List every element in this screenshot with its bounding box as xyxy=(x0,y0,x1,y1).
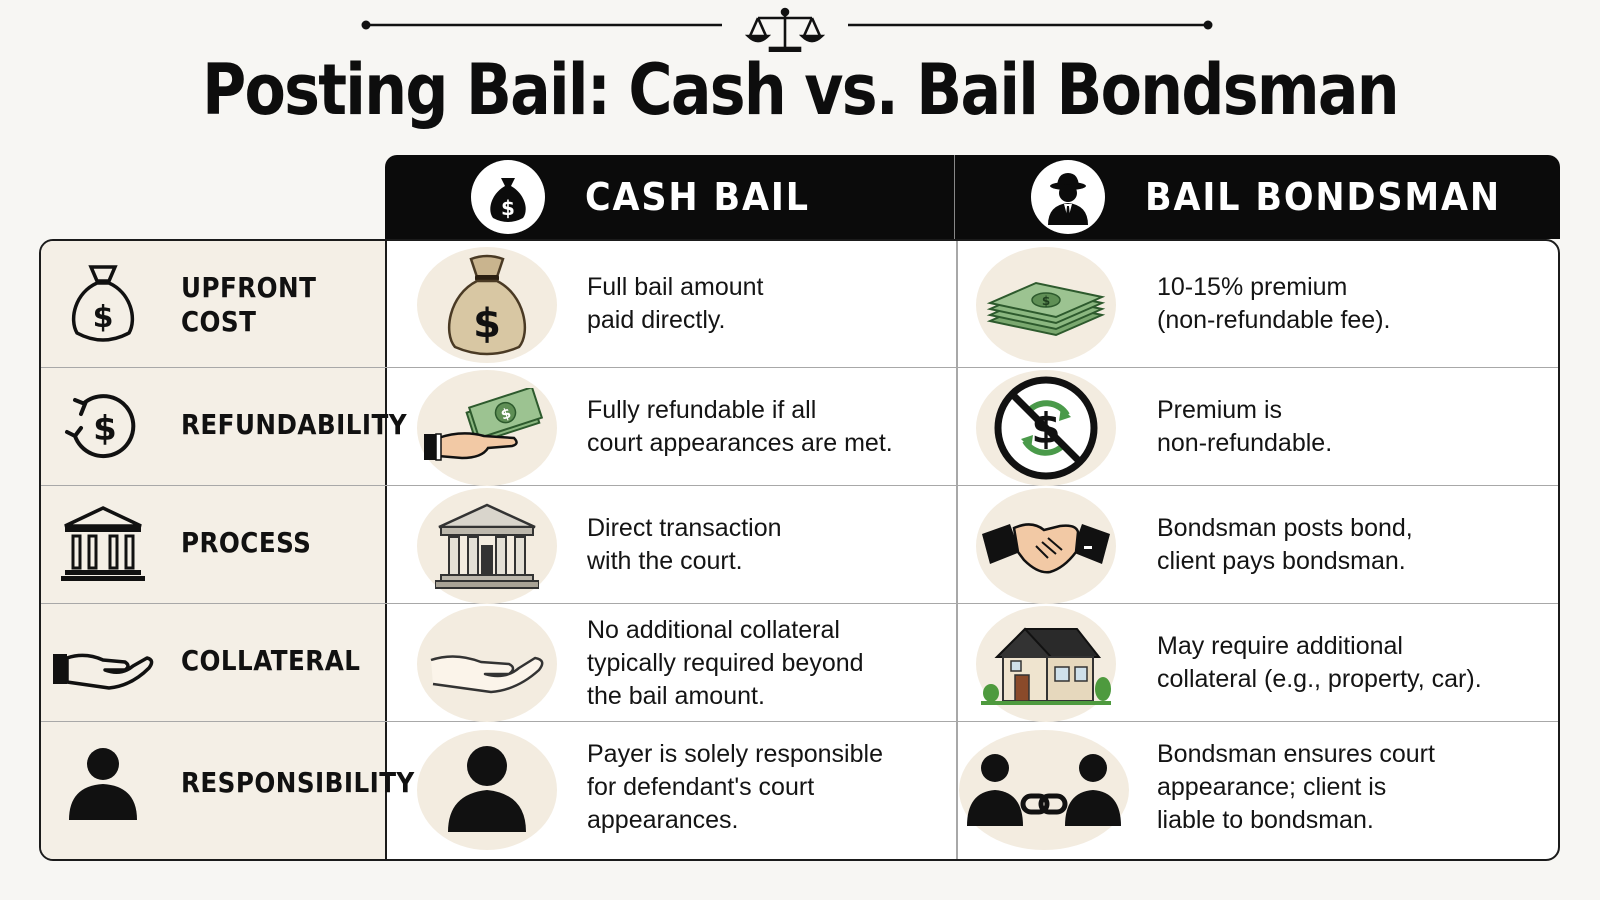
person-icon xyxy=(61,742,145,826)
svg-text:$: $ xyxy=(473,301,501,347)
column-divider xyxy=(956,241,958,859)
svg-text:$: $ xyxy=(501,196,515,220)
page-title: Posting Bail: Cash vs. Bail Bondsman xyxy=(202,49,1400,131)
hand-cash-icon: $ xyxy=(417,370,557,486)
house-icon xyxy=(976,606,1116,722)
refund-cycle-icon: $ xyxy=(61,384,145,468)
column-header-label: CASH BAIL xyxy=(585,175,810,219)
scales-of-justice-icon xyxy=(744,7,826,52)
row-label: PROCESS xyxy=(181,526,312,559)
header-ornament xyxy=(361,7,1213,52)
courthouse-icon xyxy=(61,500,145,584)
svg-text:$: $ xyxy=(1042,294,1050,308)
column-header-bail-bondsman: BAIL BONDSMAN xyxy=(955,155,1560,239)
bondsman-icon xyxy=(1031,160,1105,234)
column-header-cash-bail: $ CASH BAIL xyxy=(385,155,955,239)
handshake-icon xyxy=(976,488,1116,604)
courthouse-icon xyxy=(417,488,557,604)
svg-text:$: $ xyxy=(93,300,114,335)
row-label: COLLATERAL xyxy=(181,644,361,677)
svg-text:$: $ xyxy=(93,409,117,449)
svg-text:$: $ xyxy=(499,405,513,423)
bondsman-upfront-cost-text: 10-15% premium(non-refundable fee). xyxy=(1157,273,1391,334)
no-refund-icon: $ xyxy=(976,370,1116,486)
row-label: RESPONSIBILITY xyxy=(181,766,415,799)
open-hand-icon xyxy=(417,606,557,722)
cash-stack-icon: $ xyxy=(976,247,1116,363)
column-header-label: BAIL BONDSMAN xyxy=(1145,175,1502,219)
table-row-responsibility: RESPONSIBILITY Payer is solely responsib… xyxy=(41,722,1558,859)
money-bag-icon: $ xyxy=(61,261,145,345)
person-icon xyxy=(417,730,557,850)
money-bag-icon: $ xyxy=(471,160,545,234)
money-bag-icon: $ xyxy=(417,247,557,363)
row-label: REFUNDABILITY xyxy=(181,408,407,441)
bondsman-process-text: Bondsman posts bond,client pays bondsman… xyxy=(1157,514,1413,575)
open-hand-icon xyxy=(51,620,155,704)
linked-people-icon xyxy=(959,730,1129,850)
table-row-refundability: $ REFUNDABILITY $ Fully refundable if al… xyxy=(41,368,1558,486)
